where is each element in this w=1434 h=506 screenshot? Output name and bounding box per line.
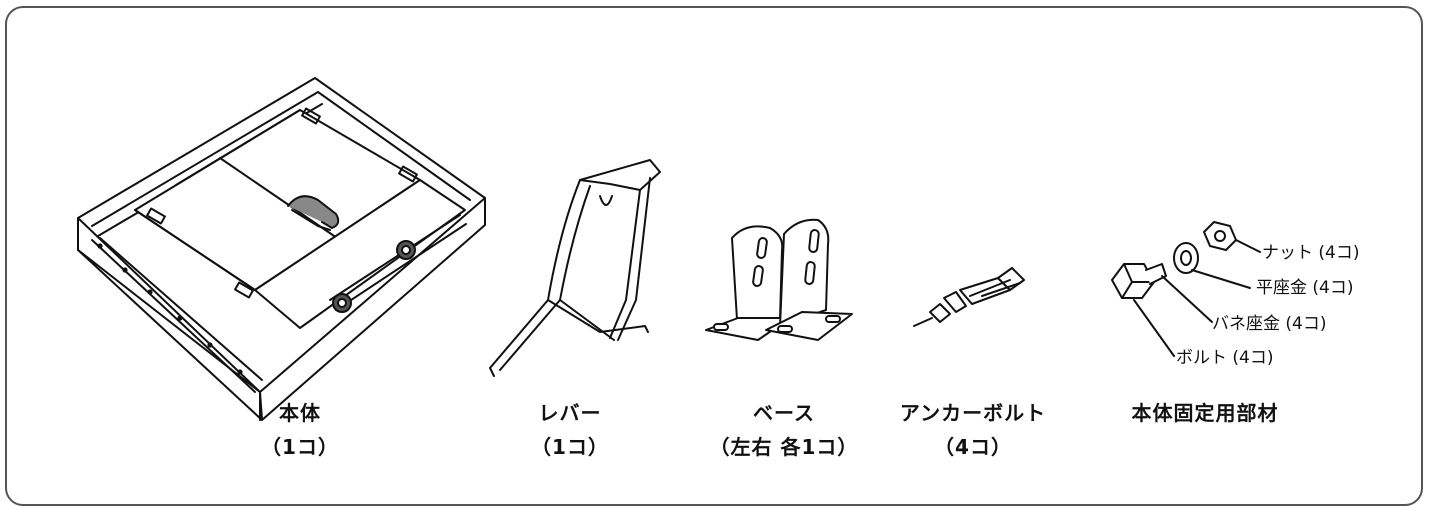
bolt-callout: ボルト (4コ)	[1176, 348, 1274, 368]
nut-callout: ナット (4コ)	[1262, 243, 1360, 263]
part-label-base: ベース （左右 各1コ）	[694, 396, 874, 464]
part-name: アンカーボルト	[899, 401, 1047, 425]
part-name: 本体固定用部材	[1131, 401, 1279, 425]
part-name: レバー	[538, 401, 602, 425]
lever-drawing	[489, 159, 661, 377]
part-label-anchor-bolt: アンカーボルト （4コ）	[878, 396, 1068, 464]
part-name: 本体	[279, 401, 321, 425]
part-qty: （1コ）	[261, 435, 339, 459]
flat-washer-callout: 平座金 (4コ)	[1256, 278, 1354, 298]
part-label-fastening-parts: 本体固定用部材	[1100, 396, 1310, 430]
fastener-drawing	[1111, 221, 1261, 357]
part-label-lever: レバー （1コ）	[500, 396, 640, 464]
part-qty: （4コ）	[934, 435, 1012, 459]
part-qty: （1コ）	[531, 435, 609, 459]
base-drawing	[705, 218, 853, 341]
parts-illustration	[77, 77, 1261, 421]
part-label-main-body: 本体 （1コ）	[240, 396, 360, 464]
main-body-drawing	[77, 77, 486, 421]
spring-washer-callout: バネ座金 (4コ)	[1212, 314, 1327, 334]
part-name: ベース	[753, 401, 815, 425]
anchor-bolt-drawing	[913, 267, 1025, 327]
part-qty: （左右 各1コ）	[709, 435, 859, 459]
